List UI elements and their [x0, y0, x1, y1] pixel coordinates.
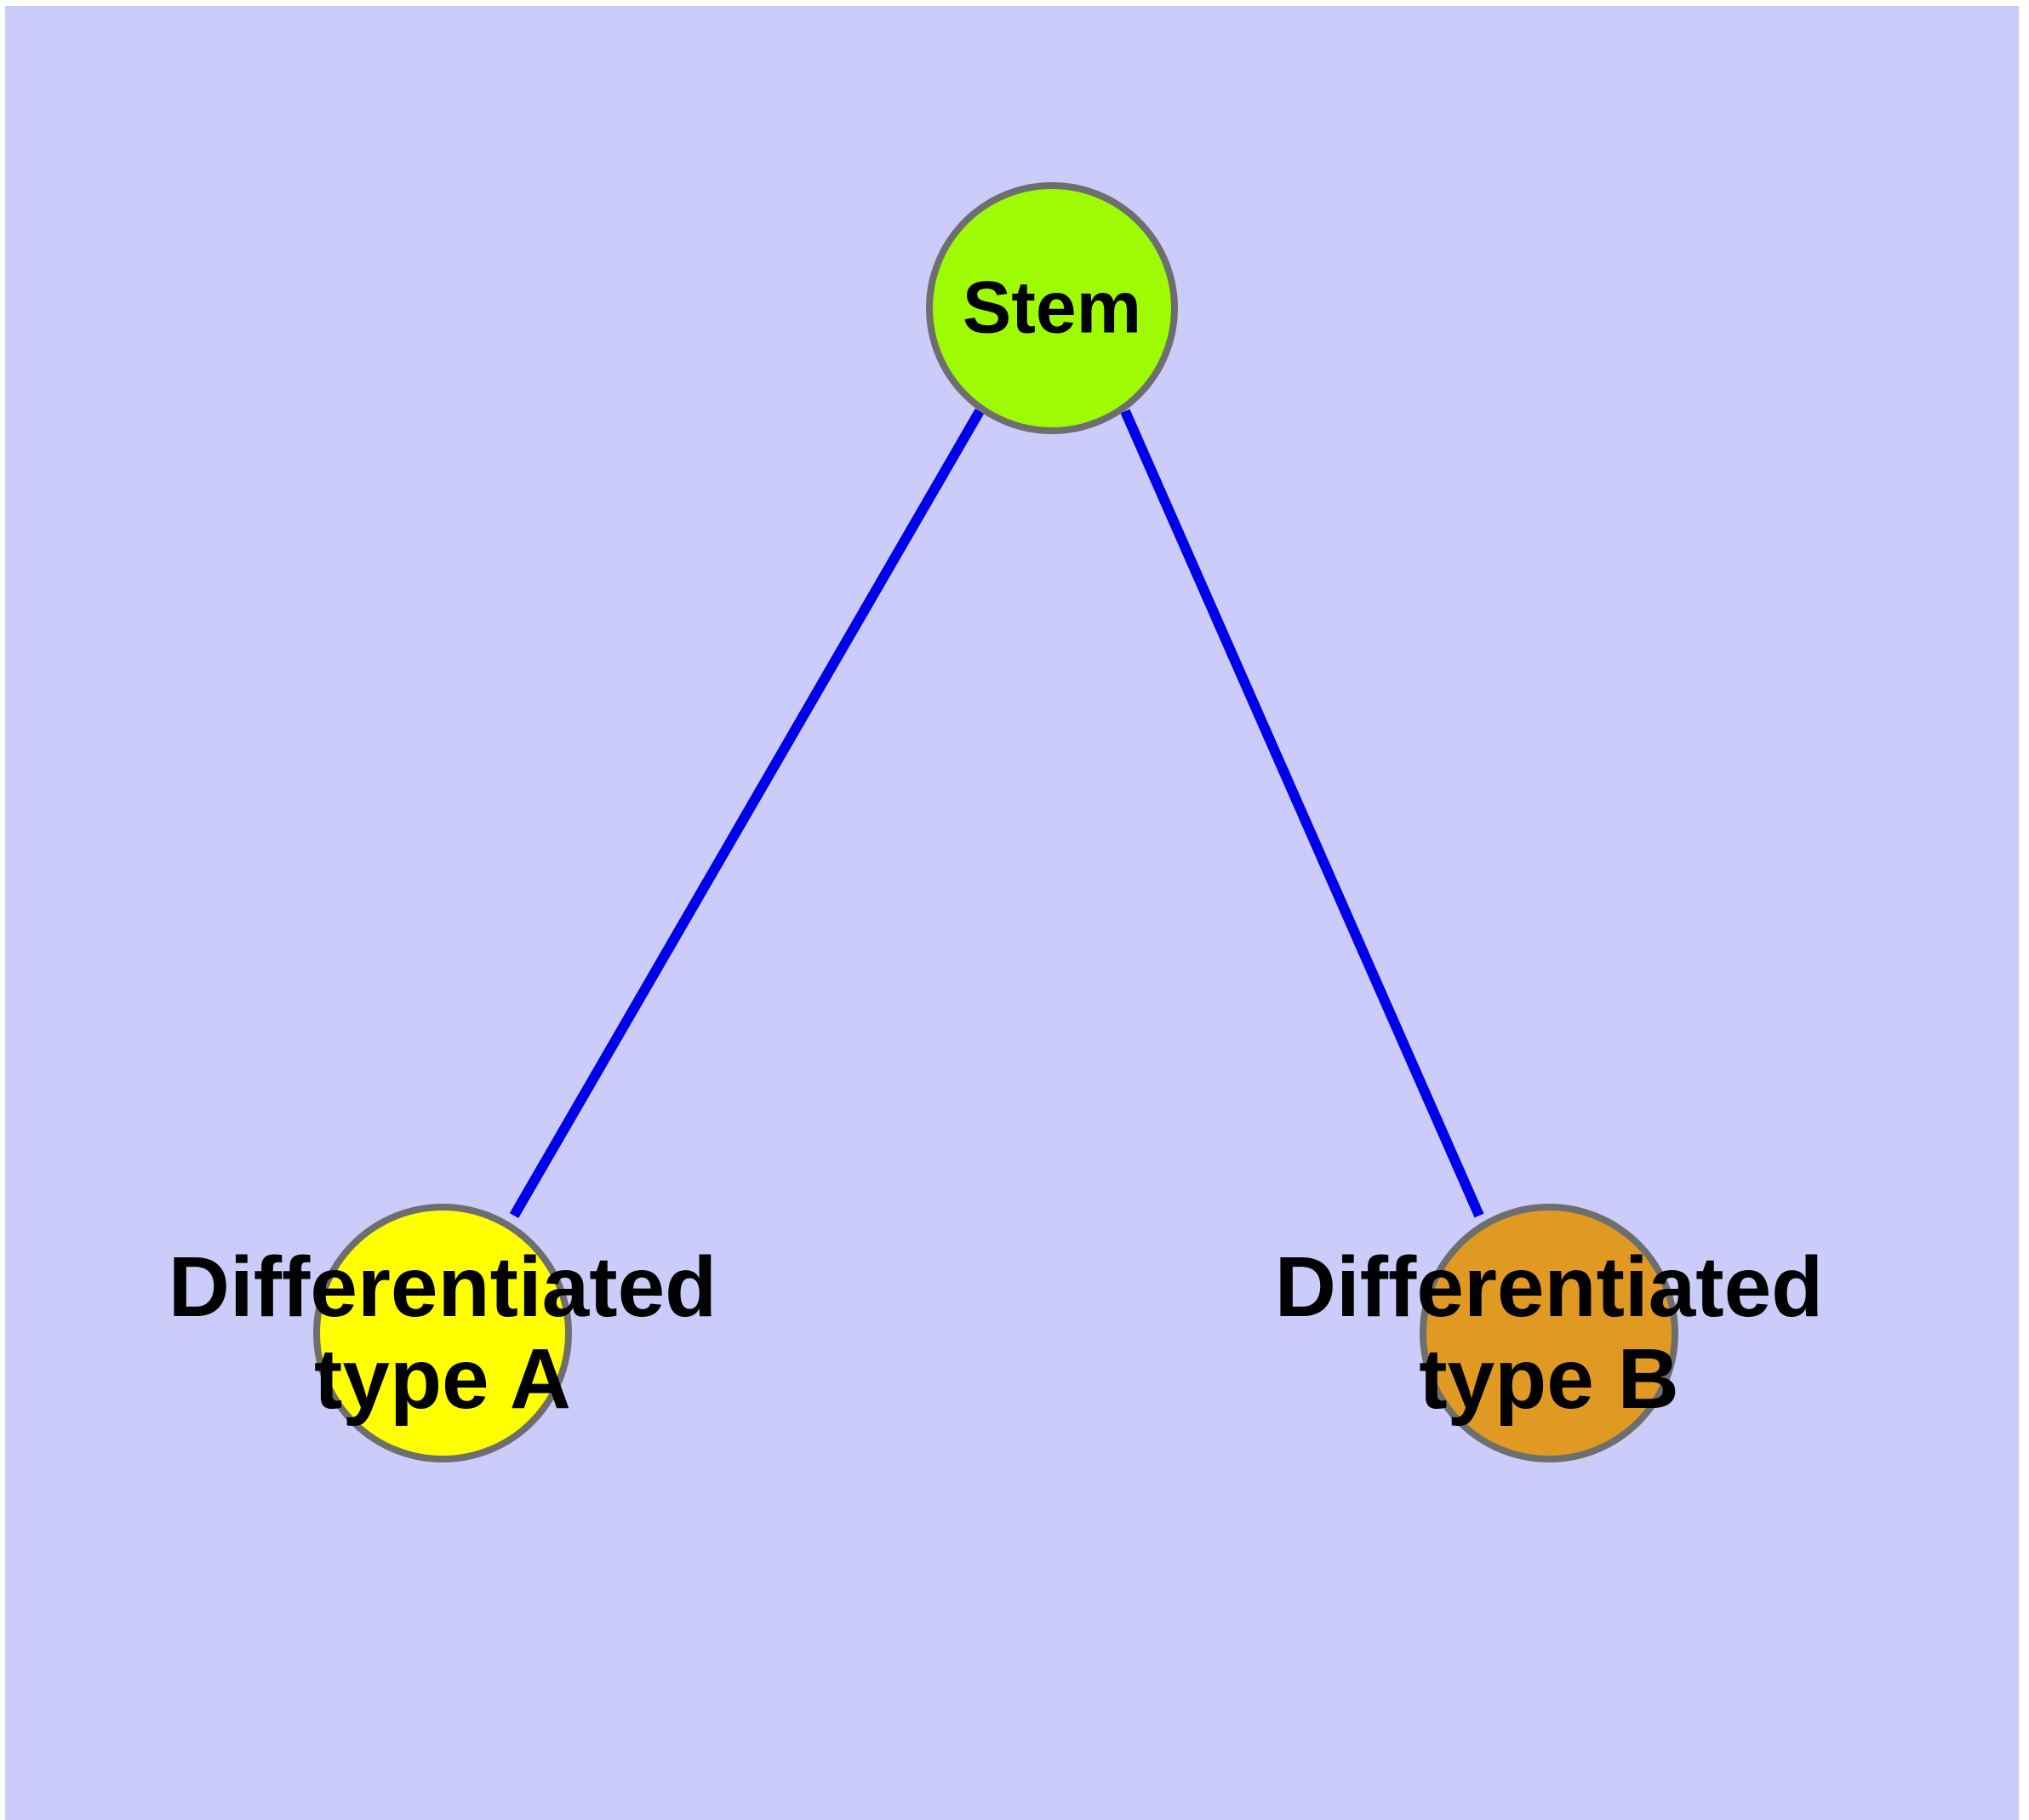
node-differentiated-type-b[interactable] — [1420, 1204, 1678, 1462]
edge-stem-to-differentiated-type-b[interactable] — [1120, 409, 1484, 1218]
edge-layer — [509, 408, 1484, 1219]
edge-stem-to-differentiated-type-a[interactable] — [509, 408, 985, 1219]
node-stem[interactable] — [926, 182, 1178, 434]
node-differentiated-type-a[interactable] — [313, 1204, 572, 1462]
node-layer — [313, 182, 1678, 1462]
